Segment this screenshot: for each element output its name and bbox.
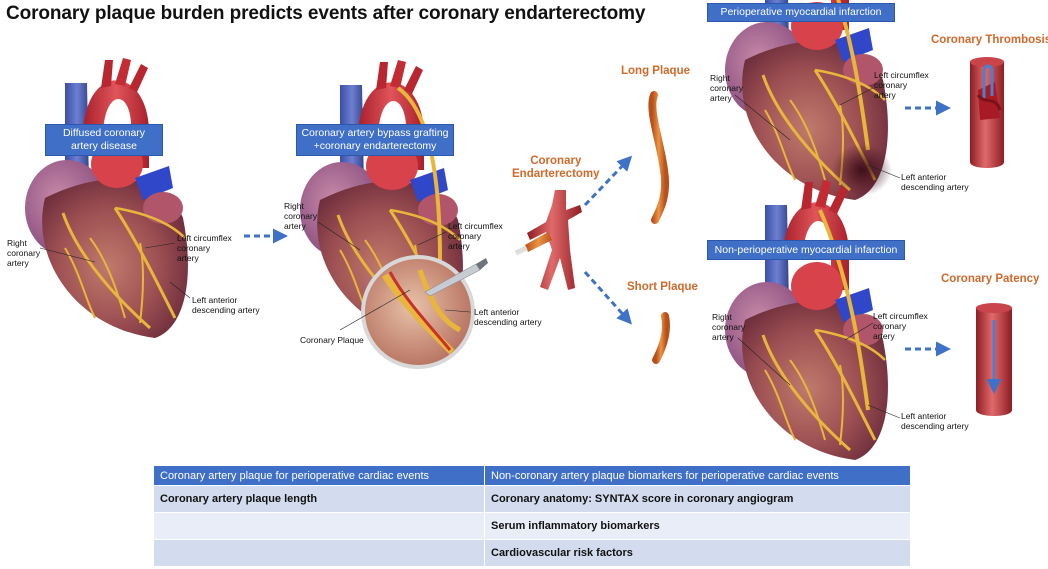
heart-diffused-illustration	[23, 56, 190, 340]
table-row: Coronary artery plaque length Coronary a…	[154, 485, 911, 513]
label-left-circumflex-nonperi: Left circumflex coronary artery	[873, 311, 928, 341]
table-row: Serum inflammatory biomarkers	[154, 512, 911, 540]
label-lad: Left anterior descending artery	[192, 295, 260, 315]
patency-vessel-illustration	[976, 303, 1012, 416]
magnifier-lens	[361, 255, 475, 369]
label-right-coronary-artery-peri: Right coronary artery	[710, 73, 744, 103]
label-lad-nonperi: Left anterior descending artery	[901, 411, 969, 431]
endarterectomy-vessel	[514, 190, 582, 290]
scalpel-icon	[424, 258, 488, 297]
label-coronary-patency: Coronary Patency	[941, 273, 1040, 285]
table-cell: Cardiovascular risk factors	[484, 539, 911, 566]
box-diffused-cad: Diffused coronary artery disease	[45, 124, 163, 156]
page-title: Coronary plaque burden predicts events a…	[6, 3, 646, 24]
heart-non-perioperative-mi-illustration	[723, 178, 890, 462]
table-cell: Serum inflammatory biomarkers	[484, 512, 911, 540]
pointer-lines-cabg	[317, 221, 471, 331]
long-plaque-illustration	[648, 91, 669, 224]
table-header-cell: Non-coronary artery plaque biomarkers fo…	[484, 466, 911, 486]
label-right-coronary-artery: Right coronary artery	[7, 238, 41, 268]
pointer-lines-perioperative	[734, 87, 901, 179]
box-cabg-endarterectomy: Coronary artery bypass grafting +coronar…	[296, 124, 454, 156]
label-right-coronary-artery-cabg: Right coronary artery	[284, 201, 318, 231]
label-left-circumflex-peri: Left circumflex coronary artery	[874, 70, 929, 100]
infarct-region	[832, 144, 892, 196]
table-header-row: Coronary artery plaque for perioperative…	[154, 466, 911, 486]
pointer-lines-diffused	[39, 242, 191, 299]
short-plaque-illustration	[652, 312, 670, 364]
thrombosis-vessel-illustration	[970, 57, 1004, 168]
label-left-circumflex-cabg: Left circumflex coronary artery	[448, 221, 503, 251]
label-coronary-thrombosis: Coronary Thrombosis	[931, 34, 1048, 46]
box-perioperative-mi: Perioperative myocardial infarction	[707, 3, 895, 22]
label-lad-peri: Left anterior descending artery	[901, 172, 969, 192]
arrow-to-short-plaque	[583, 270, 633, 325]
table-header-cell: Coronary artery plaque for perioperative…	[154, 466, 485, 486]
table-row: Cardiovascular risk factors	[154, 539, 911, 566]
pointer-lines-non-perioperative	[737, 322, 901, 419]
label-short-plaque: Short Plaque	[627, 281, 698, 293]
table-cell: Coronary artery plaque length	[154, 485, 485, 513]
label-coronary-plaque: Coronary Plaque	[300, 335, 364, 345]
table-cell: Coronary anatomy: SYNTAX score in corona…	[484, 485, 911, 513]
biomarker-table: Coronary artery plaque for perioperative…	[154, 466, 911, 566]
label-lad-cabg: Left anterior descending artery	[474, 307, 542, 327]
box-non-perioperative-mi: Non-perioperative myocardial infarction	[707, 240, 905, 260]
label-coronary-endarterectomy: Coronary Endarterectomy	[512, 155, 600, 180]
label-long-plaque: Long Plaque	[621, 65, 690, 77]
label-left-circumflex: Left circumflex coronary artery	[177, 233, 232, 263]
table-cell	[154, 539, 485, 566]
arrow-to-long-plaque	[583, 155, 633, 207]
label-right-coronary-artery-nonperi: Right coronary artery	[712, 312, 746, 342]
table-cell	[154, 512, 485, 540]
